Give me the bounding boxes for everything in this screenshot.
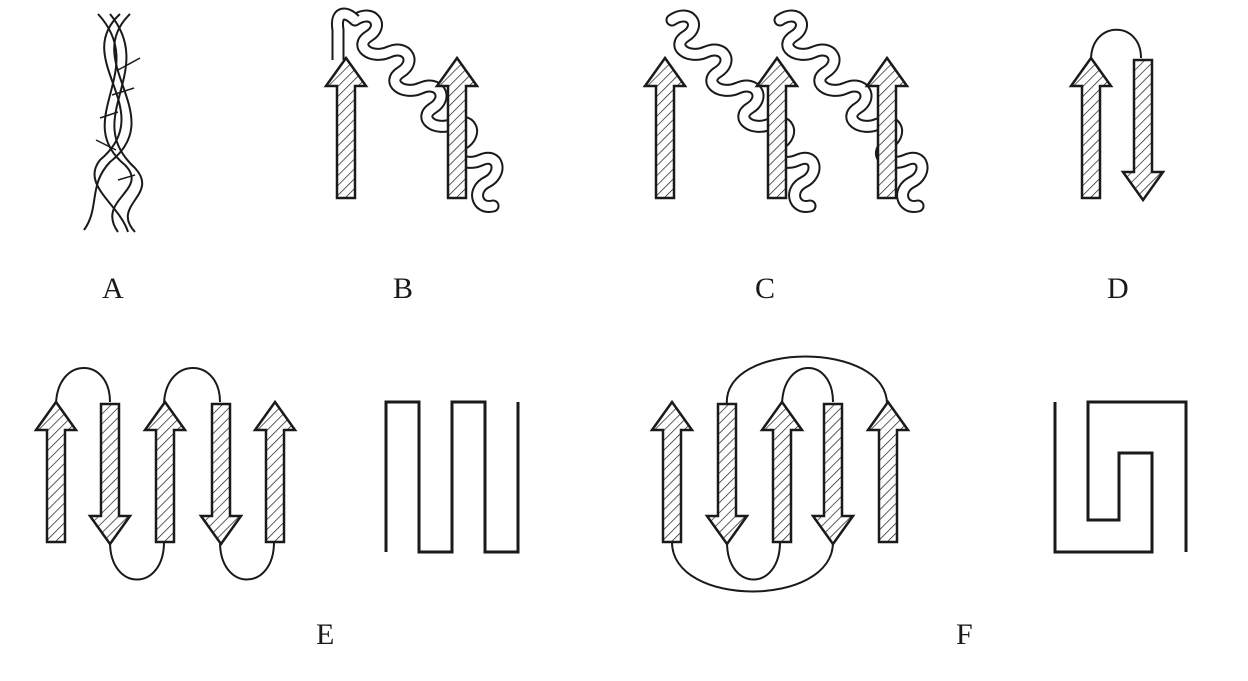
strand-b1 [324, 56, 368, 200]
strand-e3 [143, 400, 187, 544]
panel-f-greek-key [650, 355, 910, 593]
strand-e4 [199, 402, 243, 546]
panel-b-beta-alpha-beta [324, 7, 497, 207]
strand-f3 [760, 400, 804, 544]
panel-label-c: C [755, 272, 775, 305]
strand-e5 [253, 400, 297, 544]
strand-f5 [866, 400, 910, 544]
strand-f1 [650, 400, 694, 544]
panel-e-topology [384, 400, 520, 554]
panel-f-topology [1053, 400, 1188, 554]
panel-label-e: E [316, 618, 334, 651]
strand-c1 [643, 56, 687, 200]
panel-a-coiled-coil [83, 13, 144, 233]
panel-label-a: A [102, 272, 124, 305]
panel-d-beta-hairpin [1069, 28, 1165, 202]
panel-label-f: F [956, 618, 973, 651]
strand-f2 [705, 402, 749, 546]
panel-label-b: B [393, 272, 413, 305]
strand-f4 [811, 402, 855, 546]
panel-label-d: D [1107, 272, 1129, 305]
strand-d1 [1069, 56, 1113, 200]
panel-e-beta-meander [34, 367, 297, 581]
strand-e2 [88, 402, 132, 546]
panel-c-double-beta-alpha-beta [643, 16, 922, 207]
strand-d2 [1121, 58, 1165, 202]
strand-e1 [34, 400, 78, 544]
